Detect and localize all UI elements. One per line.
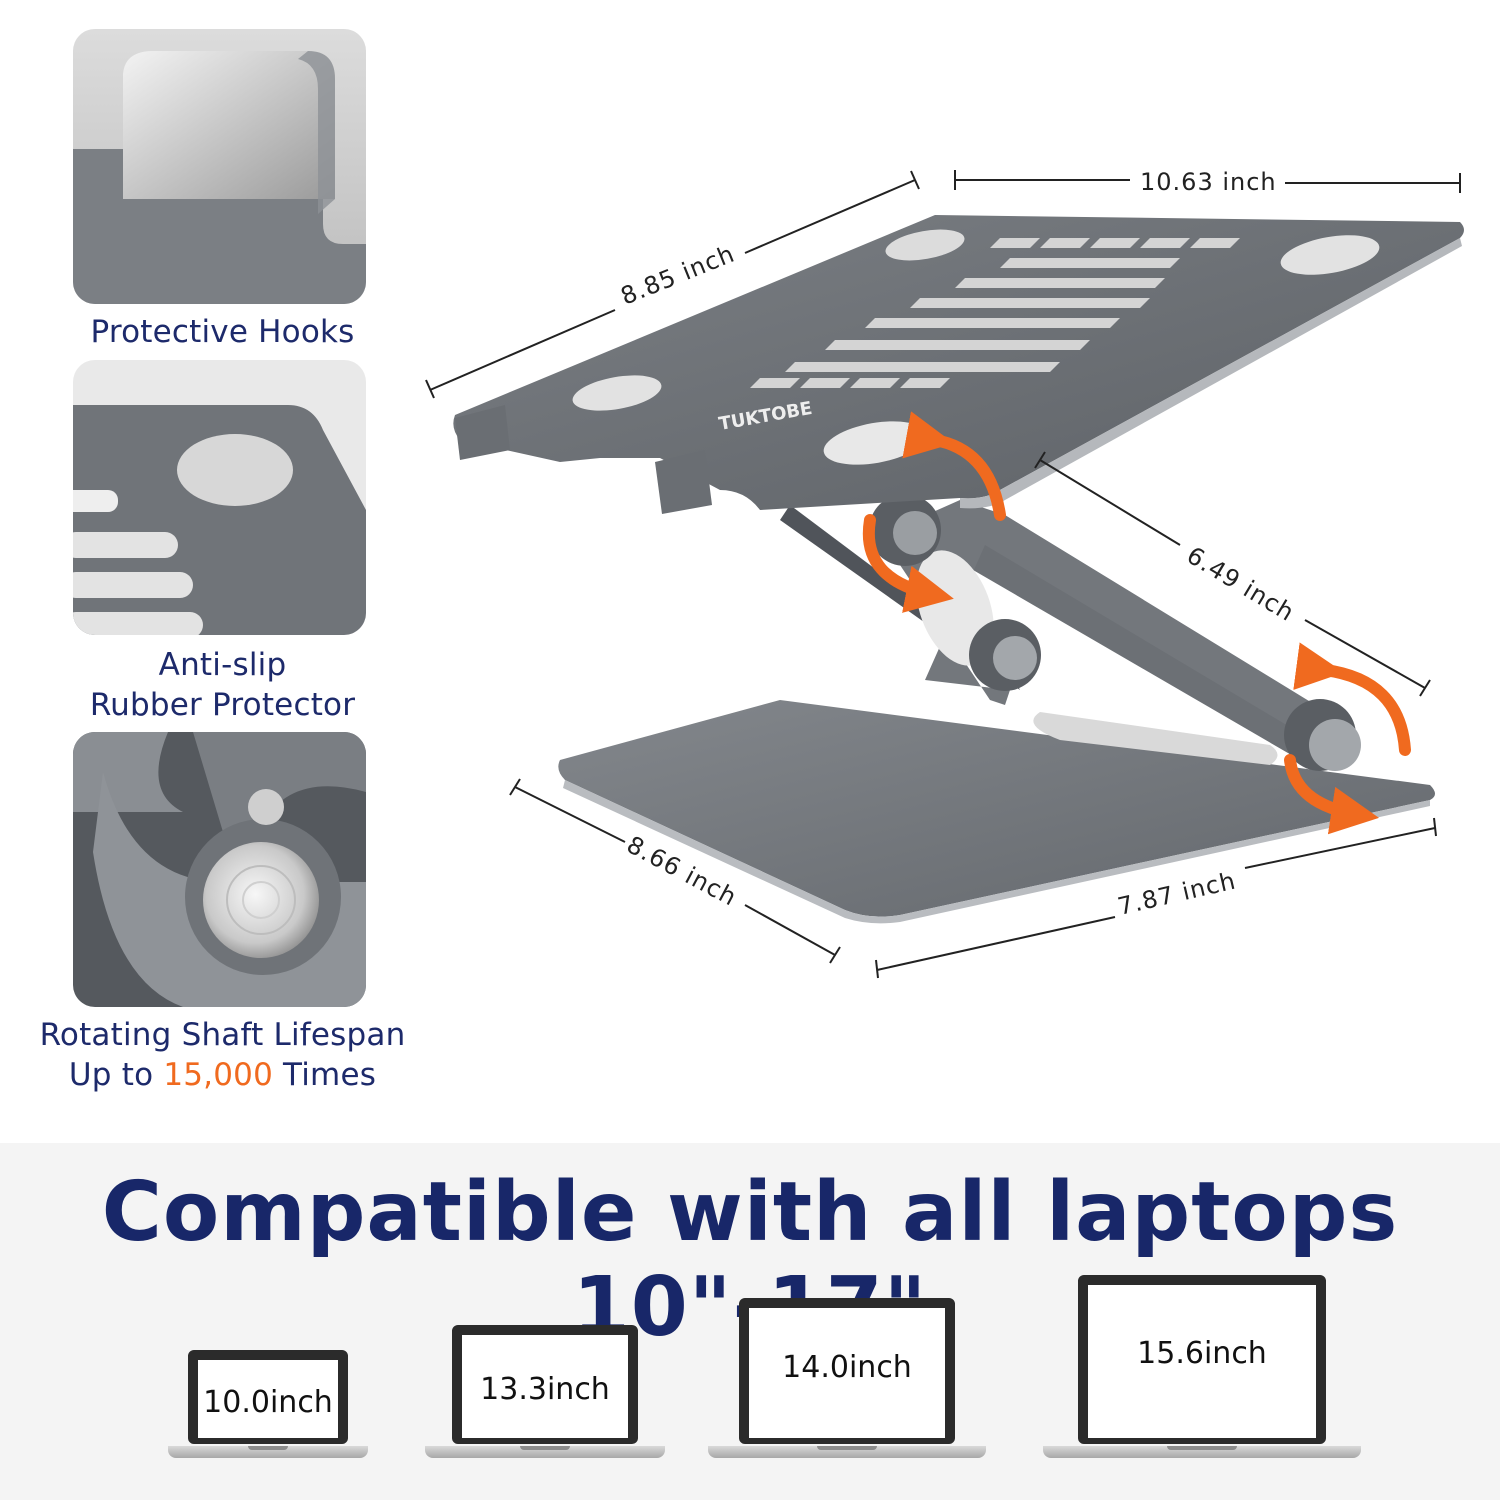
caption-line: Rubber Protector <box>89 687 356 723</box>
caption-prefix: Up to <box>68 1057 164 1093</box>
anti-slip-caption: Anti-slip Rubber Protector <box>0 645 445 725</box>
top-width-label: 10.63 inch <box>1140 168 1277 196</box>
laptop-base <box>1043 1446 1361 1458</box>
laptop-notch <box>248 1446 288 1450</box>
laptop-size-label: 14.0inch <box>782 1350 912 1385</box>
rotating-shaft-photo <box>73 732 366 1007</box>
caption-line: Rotating Shaft Lifespan <box>39 1017 406 1053</box>
vent-slots <box>750 238 1240 388</box>
laptop-base <box>425 1446 665 1458</box>
protective-hooks-caption: Protective Hooks <box>0 312 445 352</box>
laptop-display <box>198 1360 338 1438</box>
rubber-pad-closeup-image <box>73 360 366 635</box>
laptop-notch <box>1167 1446 1237 1450</box>
caption-line: Anti-slip <box>158 647 287 683</box>
laptop-size-label: 10.0inch <box>203 1385 333 1420</box>
rotation-arrows <box>862 411 1411 835</box>
laptop-display <box>1088 1285 1316 1438</box>
dimension-lines <box>425 170 1461 979</box>
caption-line-lifespan: Up to 15,000 Times <box>0 1055 445 1095</box>
laptop-10-inch: 10.0inch <box>168 1350 368 1465</box>
laptop-notch <box>520 1446 570 1450</box>
laptop-13-inch: 13.3inch <box>425 1325 665 1465</box>
laptop-size-label: 15.6inch <box>1137 1336 1267 1371</box>
front-hook <box>655 450 712 514</box>
laptop-base <box>168 1446 368 1458</box>
arm-length-label: 6.49 inch <box>1182 541 1300 627</box>
anti-slip-photo <box>73 360 366 635</box>
shaft-closeup-image <box>73 732 366 1007</box>
lifespan-count: 15,000 <box>163 1057 273 1093</box>
base-width-label: 7.87 inch <box>1115 866 1239 920</box>
laptop-size-label: 13.3inch <box>480 1372 610 1407</box>
top-depth-label: 8.85 inch <box>617 240 739 311</box>
hook-closeup-image <box>73 29 366 304</box>
rotating-shaft-caption: Rotating Shaft Lifespan Up to 15,000 Tim… <box>0 1015 445 1095</box>
protective-hooks-photo <box>73 29 366 304</box>
laptop-stand-illustration: TUKTOBE 10.63 inch 8.85 inch 6.49 inch 8… <box>425 168 1464 979</box>
stand-arms <box>870 500 1340 745</box>
laptop-display <box>462 1335 628 1438</box>
caption-line: Protective Hooks <box>90 314 355 350</box>
laptop-14-inch: 14.0inch <box>708 1298 986 1465</box>
front-hook <box>455 405 510 460</box>
rubber-pad <box>823 421 927 465</box>
laptop-15-inch: 15.6inch <box>1043 1275 1361 1465</box>
laptop-notch <box>817 1446 877 1450</box>
stand-base <box>558 700 1435 917</box>
laptop-display <box>749 1308 945 1438</box>
caption-suffix: Times <box>273 1057 377 1093</box>
laptop-base <box>708 1446 986 1458</box>
